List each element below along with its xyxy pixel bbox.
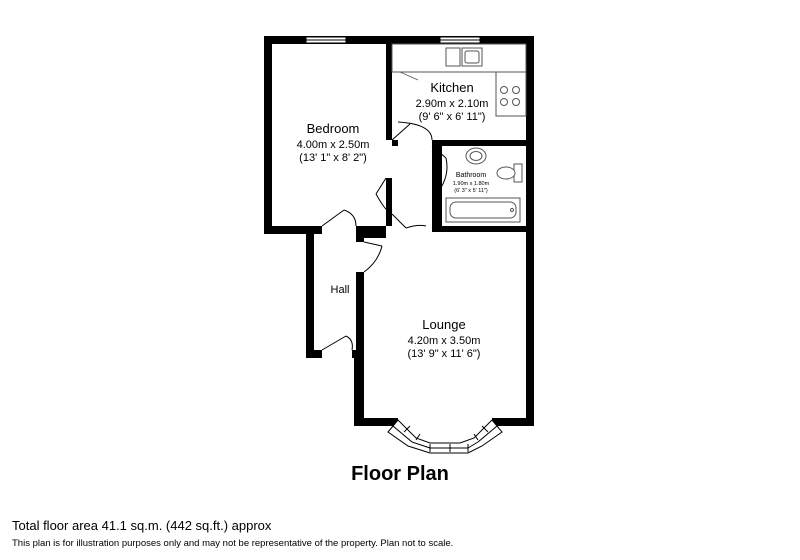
wall-bedroom-bottom-right (356, 226, 386, 232)
bathroom-label: Bathroom (456, 172, 487, 179)
wall-right (526, 36, 534, 426)
room-labels: Bedroom 4.00m x 2.50m (13' 1" x 8' 2") K… (297, 80, 490, 360)
bedroom-metric: 4.00m x 2.50m (297, 139, 370, 151)
bathroom-metric: 1.90m x 1.80m (453, 181, 490, 187)
disclaimer-text: This plan is for illustration purposes o… (12, 538, 454, 549)
lounge-imperial: (13' 9" x 11' 6") (408, 348, 481, 360)
wall-hall-lounge (356, 232, 364, 242)
door-hall-bedroom-side (375, 177, 393, 215)
wall-hall-left (306, 226, 314, 356)
window-bay-lounge (387, 419, 503, 454)
kitchen-counter-side (495, 71, 527, 117)
drainer-icon (445, 47, 461, 67)
bedroom-label: Bedroom (307, 121, 360, 136)
doors (321, 121, 448, 351)
windows (305, 36, 503, 454)
kitchen-label: Kitchen (430, 80, 473, 95)
door-entrance (321, 335, 353, 351)
wall-hall-lounge-lower (356, 272, 364, 358)
wall-bedroom-left (264, 36, 272, 234)
door-hall-inner (391, 213, 427, 229)
door-bathroom (431, 145, 448, 193)
wall-kitchen-bottom-left (392, 140, 398, 146)
floor-plan-diagram: Bedroom 4.00m x 2.50m (13' 1" x 8' 2") K… (264, 36, 534, 454)
total-floor-area: Total floor area 41.1 sq.m. (442 sq.ft.)… (12, 518, 272, 533)
wall-bathroom-left (432, 140, 442, 228)
wall-bedroom-kitchen (386, 44, 392, 140)
wall-lounge-top (432, 226, 526, 232)
plan-title: Floor Plan (351, 463, 449, 485)
bedroom-imperial: (13' 1" x 8' 2") (299, 152, 367, 164)
wall-top (264, 36, 534, 44)
bathroom-imperial: (6' 3" x 5' 11") (454, 188, 488, 194)
wall-lounge-top-left (362, 232, 386, 238)
door-hall-lounge (363, 241, 383, 273)
door-kitchen (391, 121, 433, 141)
walls (264, 36, 534, 426)
kitchen-imperial: (9' 6" x 6' 11") (419, 111, 486, 123)
basin-icon (465, 147, 487, 165)
bath-icon (445, 197, 521, 223)
wall-hall-bottom (306, 350, 322, 358)
wall-lounge-left (354, 350, 364, 426)
wall-kitchen-bottom (432, 140, 526, 146)
wall-lounge-bottom-left (354, 418, 398, 426)
hob-icon (500, 86, 520, 106)
wall-bedroom-bottom (264, 226, 322, 234)
hall-label: Hall (331, 284, 350, 296)
door-bedroom (321, 209, 357, 227)
toilet-icon (496, 163, 523, 183)
lounge-label: Lounge (422, 317, 465, 332)
kitchen-metric: 2.90m x 2.10m (416, 98, 489, 110)
kitchen-fixtures (391, 43, 527, 117)
wall-bedroom-hall-stub (386, 178, 392, 226)
bathroom-fixtures (445, 147, 523, 223)
wall-lounge-bottom-right (492, 418, 534, 426)
window-kitchen (439, 36, 481, 44)
window-bedroom (305, 36, 347, 44)
lounge-metric: 4.20m x 3.50m (408, 335, 481, 347)
